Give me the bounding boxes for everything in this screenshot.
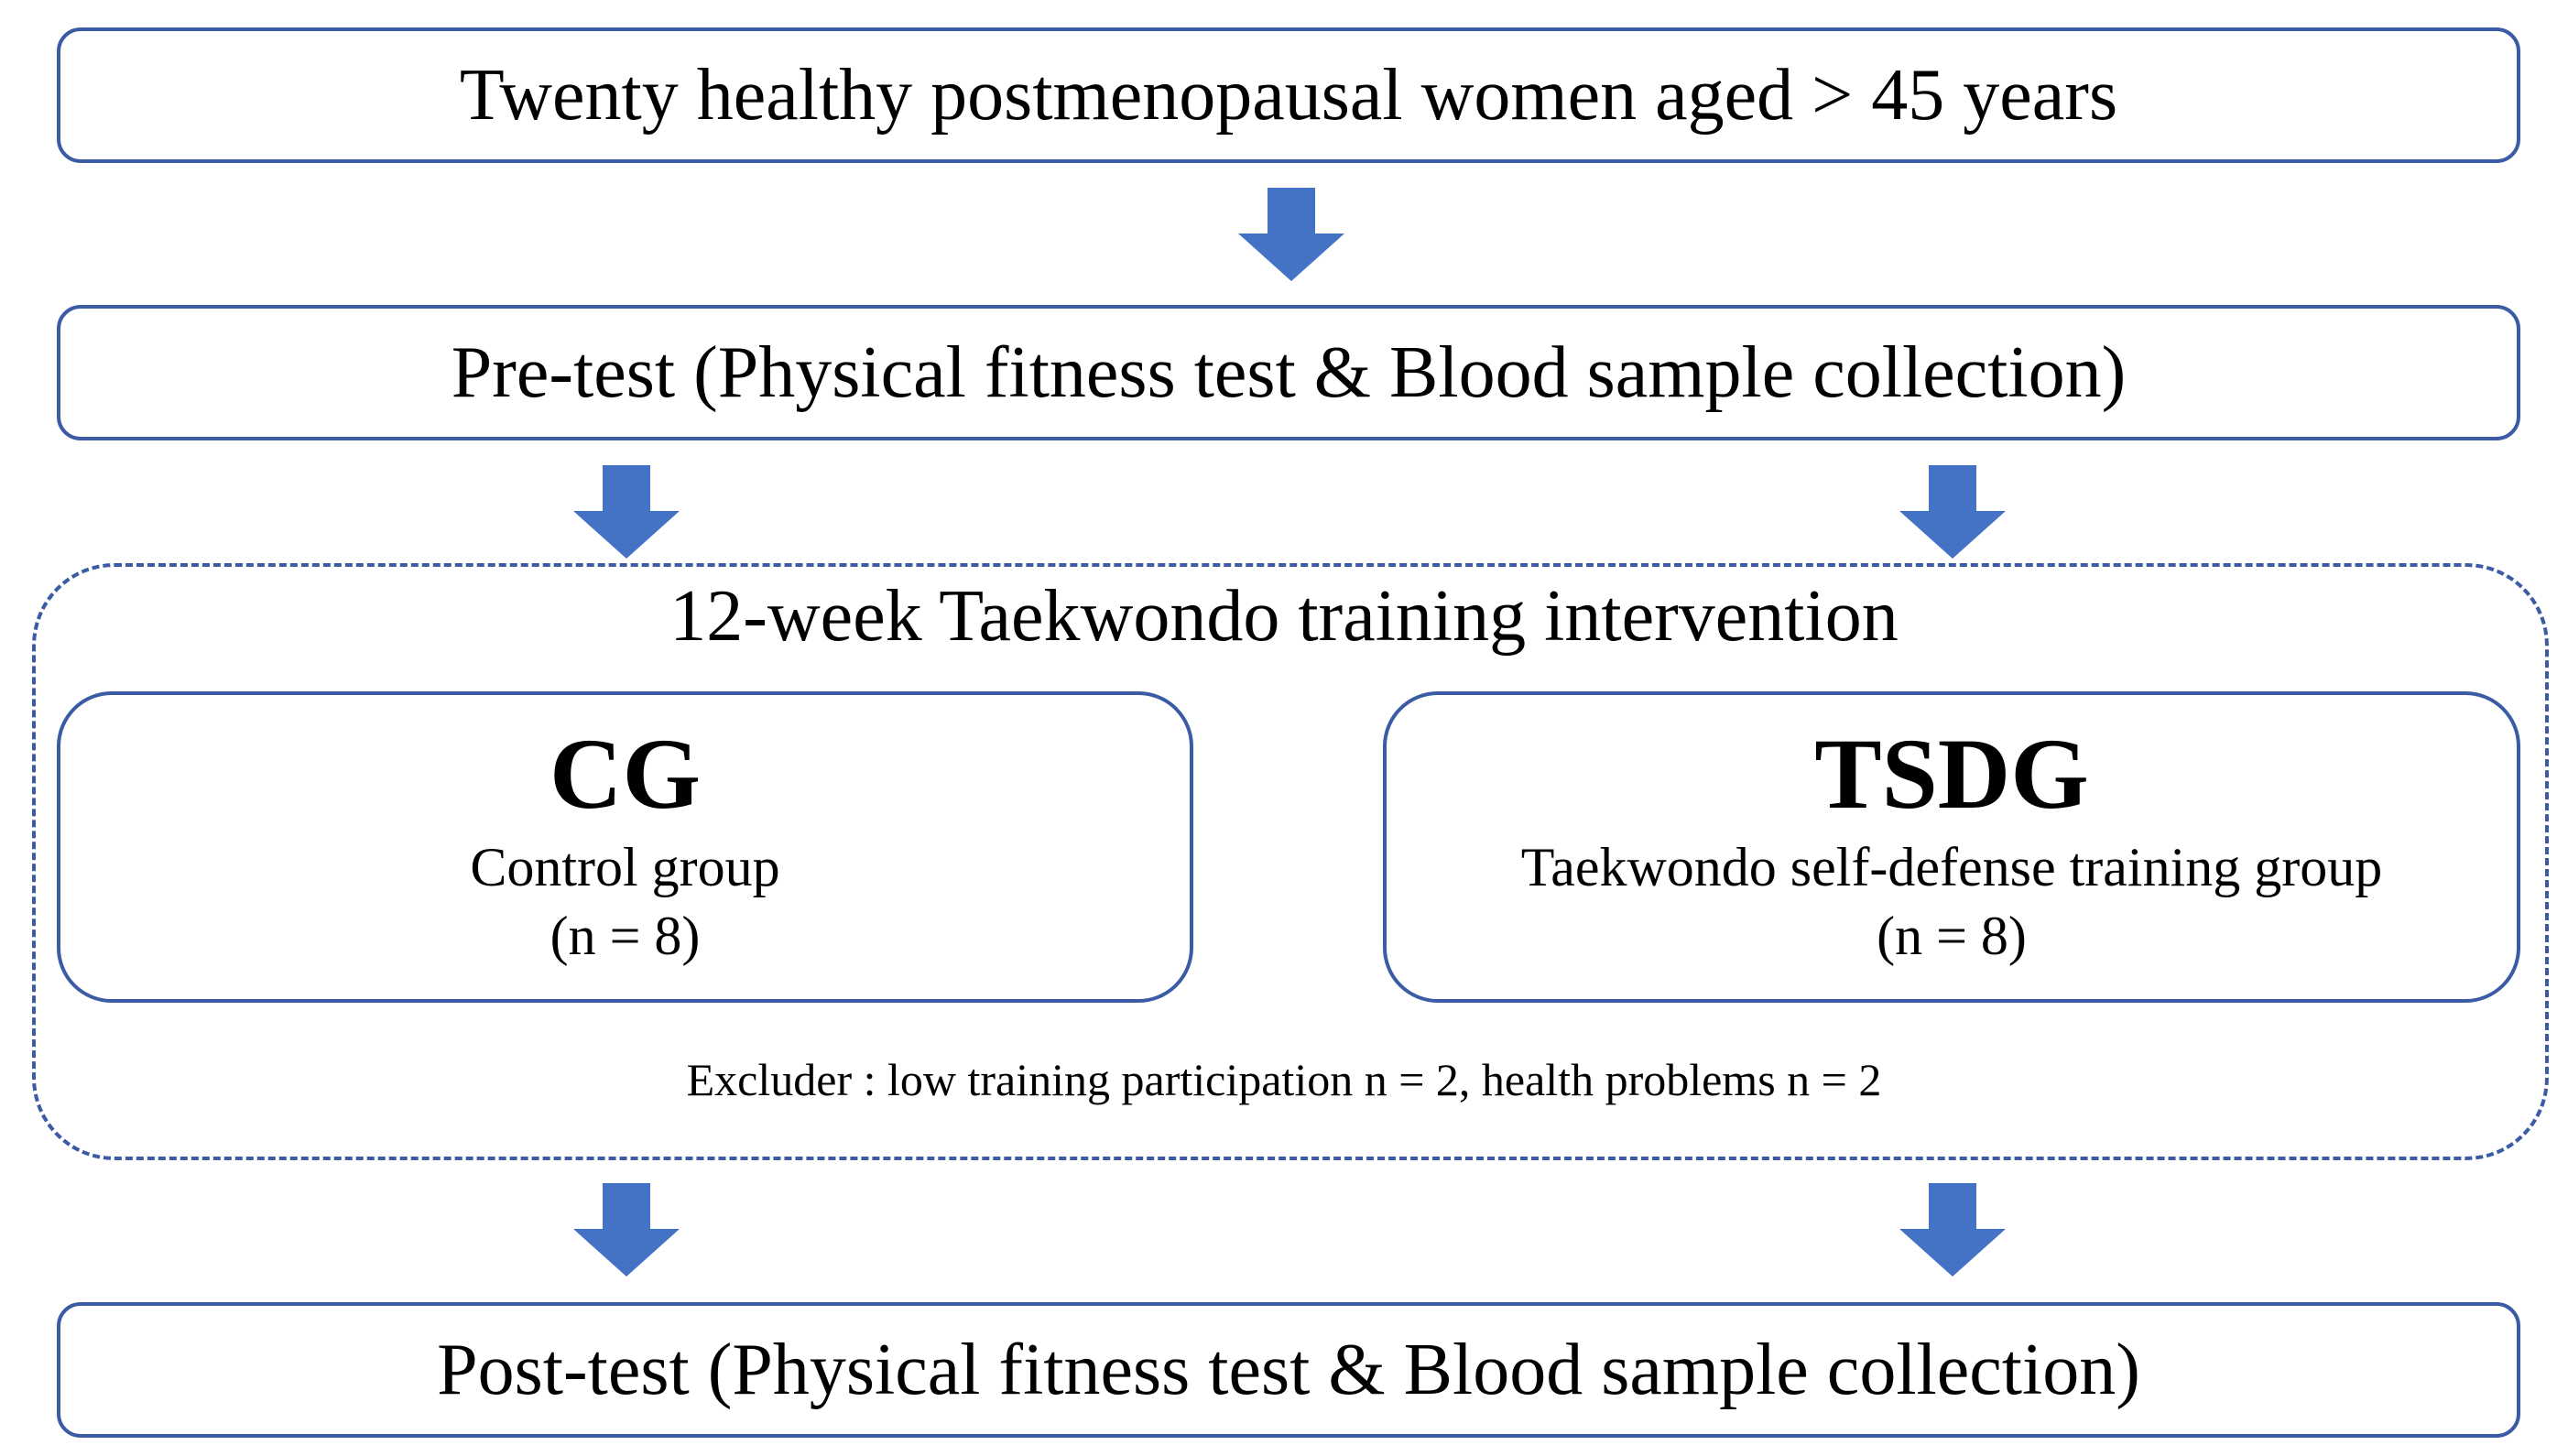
arrow-down-icon	[1238, 188, 1344, 281]
control-group-box: CG Control group (n = 8)	[57, 691, 1193, 1003]
arrow-down-icon	[573, 1183, 680, 1277]
excluder-note: Excluder : low training participation n …	[686, 1054, 1882, 1105]
intervention-container	[32, 563, 2549, 1160]
arrow-down-icon	[1899, 1183, 2006, 1277]
tsdg-group-count: (n = 8)	[1877, 906, 2027, 966]
intervention-title: 12-week Taekwondo training intervention	[669, 576, 1899, 657]
control-group-name: Control group	[470, 837, 780, 897]
arrow-down-icon	[1899, 465, 2006, 559]
pre-test-box: Pre-test (Physical fitness test & Blood …	[57, 305, 2520, 440]
tsdg-group-box: TSDG Taekwondo self-defense training gro…	[1383, 691, 2520, 1003]
tsdg-group-name: Taekwondo self-defense training group	[1520, 837, 2383, 897]
participants-text: Twenty healthy postmenopausal women aged…	[459, 54, 2118, 136]
post-test-text: Post-test (Physical fitness test & Blood…	[437, 1329, 2140, 1410]
control-group-abbr: CG	[550, 718, 701, 830]
participants-box: Twenty healthy postmenopausal women aged…	[57, 27, 2520, 163]
tsdg-group-abbr: TSDG	[1814, 718, 2089, 830]
pre-test-text: Pre-test (Physical fitness test & Blood …	[451, 331, 2127, 413]
post-test-box: Post-test (Physical fitness test & Blood…	[57, 1302, 2520, 1438]
arrow-down-icon	[573, 465, 680, 559]
control-group-count: (n = 8)	[550, 906, 701, 966]
